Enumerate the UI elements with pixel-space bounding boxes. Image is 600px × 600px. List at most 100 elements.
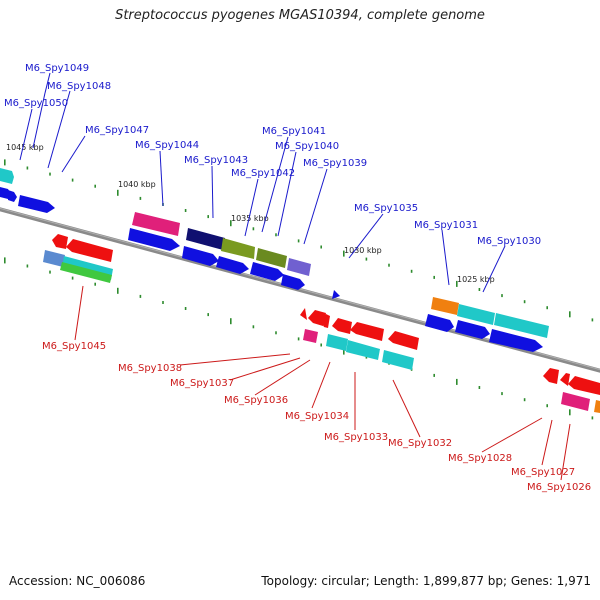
scale-tick	[94, 282, 96, 286]
scale-tick	[4, 159, 6, 166]
label-spy1042[interactable]: M6_Spy1042	[231, 168, 295, 179]
label-spy1033[interactable]: M6_Spy1033	[324, 432, 388, 443]
gene-1038b[interactable]	[303, 329, 318, 343]
gene-1043b[interactable]	[182, 246, 219, 266]
label-spy1030[interactable]: M6_Spy1030	[477, 236, 541, 247]
top-labels: M6_Spy1049 M6_Spy1048 M6_Spy1050 M6_Spy1…	[4, 63, 541, 247]
label-spy1049[interactable]: M6_Spy1049	[25, 63, 89, 74]
gene-1026[interactable]	[568, 376, 600, 395]
scale-tick	[343, 348, 345, 355]
gene-1030b[interactable]	[455, 320, 490, 339]
label-spy1044[interactable]: M6_Spy1044	[135, 140, 199, 151]
gene-1045-segment[interactable]	[0, 168, 14, 184]
label-spy1032[interactable]: M6_Spy1032	[388, 438, 452, 449]
bottom-labels: M6_Spy1045 M6_Spy1038 M6_Spy1037 M6_Spy1…	[42, 341, 591, 493]
gene-1042[interactable]	[221, 238, 255, 259]
label-spy1031[interactable]: M6_Spy1031	[414, 220, 478, 231]
gene-1040[interactable]	[287, 258, 311, 276]
label-spy1040[interactable]: M6_Spy1040	[275, 141, 339, 152]
scale-tick	[184, 307, 187, 310]
label-spy1048[interactable]: M6_Spy1048	[47, 81, 111, 92]
gene-1027[interactable]	[560, 373, 570, 386]
top-leader-lines	[19, 72, 506, 293]
genome-title: Streptococcus pyogenes MGAS10394, comple…	[115, 8, 485, 23]
gene-1033[interactable]	[350, 322, 384, 341]
scale-tick	[49, 270, 51, 274]
label-spy1028[interactable]: M6_Spy1028	[448, 453, 512, 464]
scale-tick	[117, 287, 119, 294]
gene-1047b[interactable]	[18, 195, 55, 213]
label-spy1036[interactable]: M6_Spy1036	[224, 395, 288, 406]
gene-1030[interactable]	[494, 313, 549, 338]
scale-tick	[275, 331, 277, 335]
label-spy1050[interactable]: M6_Spy1050	[4, 98, 68, 109]
scale-tick	[456, 378, 458, 385]
scale-tick	[478, 386, 481, 389]
gene-1043[interactable]	[186, 228, 225, 250]
gene-1025[interactable]	[594, 400, 600, 413]
gene-1045-b1[interactable]	[43, 250, 65, 267]
reverse-features	[43, 234, 600, 413]
gene-1046[interactable]	[52, 234, 68, 249]
scale-tick	[546, 404, 548, 408]
gene-1028[interactable]	[543, 368, 559, 384]
label-spy1045[interactable]: M6_Spy1045	[42, 341, 106, 352]
scale-label-1045: 1045 kbp	[6, 143, 44, 152]
scale-tick	[320, 343, 322, 347]
scale-tick	[501, 294, 503, 298]
scale-tick	[71, 276, 74, 280]
gene-1033b[interactable]	[346, 340, 380, 360]
gene-1045[interactable]	[66, 239, 113, 262]
scale-tick	[139, 294, 142, 298]
gene-1044b[interactable]	[128, 228, 180, 251]
gene-1034[interactable]	[332, 318, 352, 334]
label-spy1038[interactable]: M6_Spy1038	[118, 363, 182, 374]
gene-1034b[interactable]	[326, 334, 348, 351]
gene-1041[interactable]	[256, 248, 287, 268]
gene-1041b[interactable]	[250, 262, 284, 281]
scale-tick	[388, 263, 390, 267]
gene-1027b[interactable]	[561, 392, 590, 411]
gene-1044[interactable]	[132, 212, 180, 236]
gene-1038[interactable]	[300, 308, 307, 320]
label-spy1035[interactable]: M6_Spy1035	[354, 203, 418, 214]
gene-1040b[interactable]	[281, 274, 305, 290]
gene-1031b[interactable]	[457, 304, 495, 325]
label-spy1039[interactable]: M6_Spy1039	[303, 158, 367, 169]
scale-label-1035: 1035 kbp	[231, 214, 269, 223]
label-spy1043[interactable]: M6_Spy1043	[184, 155, 248, 166]
label-spy1037[interactable]: M6_Spy1037	[170, 378, 234, 389]
label-spy1034[interactable]: M6_Spy1034	[285, 411, 349, 422]
label-spy1041[interactable]: M6_Spy1041	[262, 126, 326, 137]
bottom-leader-lines	[74, 285, 571, 481]
scale-labels: 1045 kbp 1040 kbp 1035 kbp 1030 kbp 1025…	[6, 143, 495, 284]
gene-1045-b3[interactable]	[60, 262, 112, 283]
scale-tick	[501, 392, 503, 396]
label-spy1047[interactable]: M6_Spy1047	[85, 125, 149, 136]
gene-1035-marker[interactable]	[332, 290, 340, 299]
scale-tick	[478, 288, 481, 291]
scale-tick	[365, 257, 368, 261]
tick-row-upper	[4, 159, 594, 322]
scale-tick	[569, 311, 571, 318]
gene-1047[interactable]	[8, 190, 17, 202]
scale-tick	[184, 209, 187, 212]
gene-1042b[interactable]	[216, 256, 249, 274]
label-spy1027[interactable]: M6_Spy1027	[511, 467, 575, 478]
scale-label-1040: 1040 kbp	[118, 180, 156, 189]
gene-1032[interactable]	[388, 331, 419, 350]
gene-1031c[interactable]	[425, 314, 454, 332]
gene-1030c[interactable]	[489, 329, 543, 352]
label-spy1026[interactable]: M6_Spy1026	[527, 482, 591, 493]
scale-tick	[49, 172, 51, 176]
scale-tick	[569, 409, 571, 416]
gene-1031[interactable]	[431, 297, 459, 315]
scale-tick	[26, 166, 29, 170]
scale-tick	[591, 318, 594, 322]
gene-1032b[interactable]	[382, 350, 414, 370]
scale-tick	[275, 233, 277, 237]
gene-1036[interactable]	[320, 314, 330, 328]
scale-tick	[230, 220, 232, 227]
scale-tick	[433, 373, 435, 377]
